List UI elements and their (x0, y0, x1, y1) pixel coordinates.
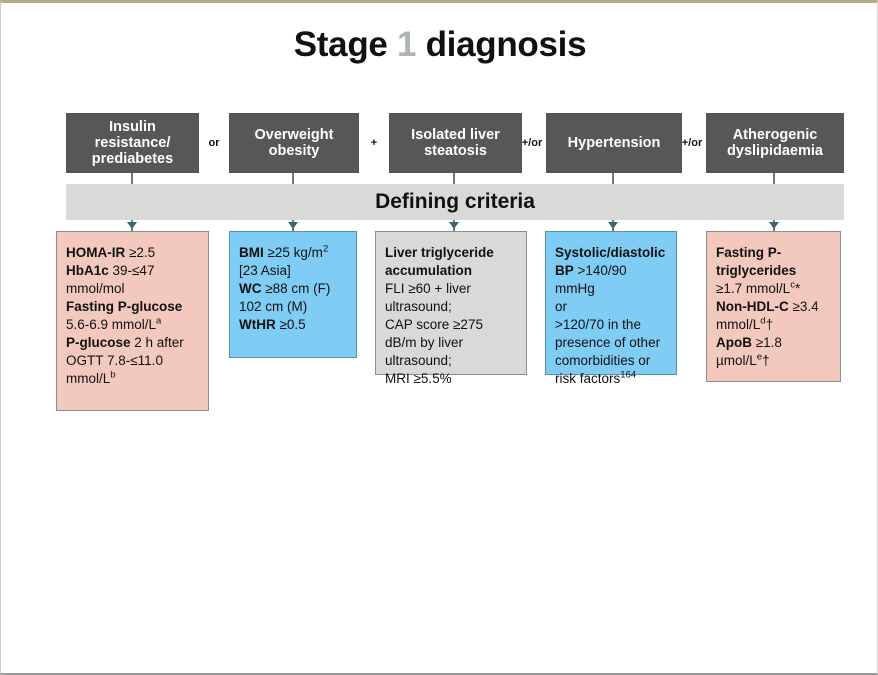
arrowhead-3 (449, 222, 459, 229)
criteria-box-overweight-obesity: BMI ≥25 kg/m2[23 Asia]WC ≥88 cm (F)102 c… (229, 231, 357, 358)
defining-criteria-label: Defining criteria (375, 190, 535, 213)
arrowhead-1 (127, 222, 137, 229)
connector-plus-or-2: +/or (681, 137, 703, 149)
header-label: Hypertension (567, 134, 661, 151)
connector-plus-or-1: +/or (521, 137, 543, 149)
title-prefix: Stage (293, 25, 397, 64)
header-box-isolated-liver-steatosis: Isolated liver steatosis (389, 113, 522, 173)
title-stage-number: 1 (396, 25, 417, 64)
header-box-atherogenic-dyslipidaemia: Atherogenic dyslipidaemia (706, 113, 844, 173)
connector-or-1: or (208, 137, 220, 149)
header-label: Isolated liver steatosis (411, 126, 500, 159)
arrowhead-2 (288, 222, 298, 229)
criteria-box-atherogenic-dyslipidaemia: Fasting P-triglycerides≥1.7 mmol/Lc*Non-… (706, 231, 841, 382)
header-label: Atherogenic dyslipidaemia (727, 126, 823, 159)
header-label: Overweight obesity (254, 126, 334, 159)
connector-plus: + (370, 137, 378, 149)
header-label: Insulin resistance/ prediabetes (91, 118, 174, 168)
page-title: Stage 1 diagnosis (1, 25, 878, 65)
header-box-overweight-obesity: Overweight obesity (229, 113, 359, 173)
header-box-insulin-resistance: Insulin resistance/ prediabetes (66, 113, 199, 173)
defining-criteria-bar: Defining criteria (66, 184, 844, 220)
header-box-hypertension: Hypertension (546, 113, 682, 173)
title-suffix: diagnosis (416, 25, 587, 64)
arrowhead-5 (769, 222, 779, 229)
arrowhead-4 (608, 222, 618, 229)
